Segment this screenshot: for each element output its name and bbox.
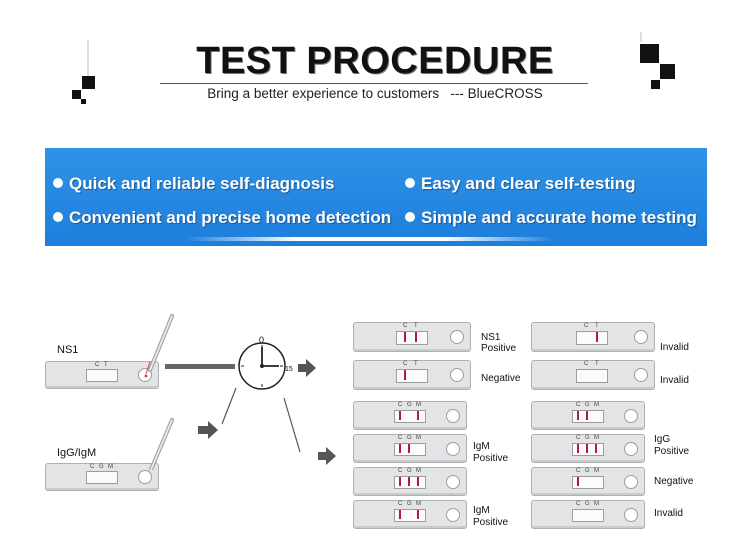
feature-item: Convenient and precise home detection [53,208,391,228]
dropper-icon [144,314,174,378]
feature-item: Easy and clear self-testing [405,174,635,194]
procedure-diagram: 0 15 [144,314,336,470]
result-cassette-igg-positive: C G M [531,401,645,430]
result-cassette-ns1-invalid: C T [531,322,655,352]
result-cassette-igm-positive: C G M [353,500,467,529]
feature-item: Quick and reliable self-diagnosis [53,174,334,194]
page-title: TEST PROCEDURE [196,40,554,82]
result-label: Negative [481,373,521,384]
feature-item: Simple and accurate home testing [405,208,697,228]
result-cassette-igm-positive: C G M [353,401,467,430]
arrow-icon [298,359,316,377]
result-cassette-ns1-positive: C T [353,322,471,352]
svg-text:0: 0 [259,335,264,345]
sample-label-igg-igm: IgG/IgM [57,447,97,459]
result-cassette-igg-invalid: C G M [531,500,645,529]
bullet-icon [405,178,415,188]
timer-clock-icon [238,342,286,390]
banner-glow-line [185,237,555,241]
svg-text:15: 15 [285,366,293,373]
result-label: Positive [473,517,509,528]
decorative-squares-right [640,32,675,89]
page-subtitle: Bring a better experience to customers -… [207,86,543,101]
dropper-icon [148,418,174,470]
result-cassette-ns1-invalid: C T [531,360,655,390]
result-label: IgM [473,441,490,452]
bullet-icon [53,178,63,188]
result-cassette-igg-positive: C G M [531,434,645,463]
result-label: IgG [654,434,671,445]
bullet-icon [405,212,415,222]
bullet-icon [53,212,63,222]
arrow-icon [198,421,218,439]
feature-banner [45,148,707,246]
result-label: Positive [654,446,690,457]
cassette-ns1: C T [45,361,159,389]
result-label: IgM [473,505,490,516]
result-cassette-igg-negative: C G M [531,467,645,496]
title-divider [160,83,588,84]
decorative-squares-left [72,40,95,104]
result-label: Invalid [660,342,689,353]
sample-label-ns1: NS1 [57,344,79,356]
result-cassette-ns1-negative: C T [353,360,471,390]
arrow-icon [318,447,336,465]
result-label: NS1 [481,332,501,343]
result-label: Invalid [660,375,689,386]
result-label: Positive [473,453,509,464]
result-cassette-igm-positive: C G M [353,434,467,463]
cassette-igg-igm: C G M [45,463,159,491]
result-cassette-igm-positive: C G M [353,467,467,496]
result-label: Positive [481,343,517,354]
result-label: Negative [654,476,694,487]
result-label: Invalid [654,508,683,519]
